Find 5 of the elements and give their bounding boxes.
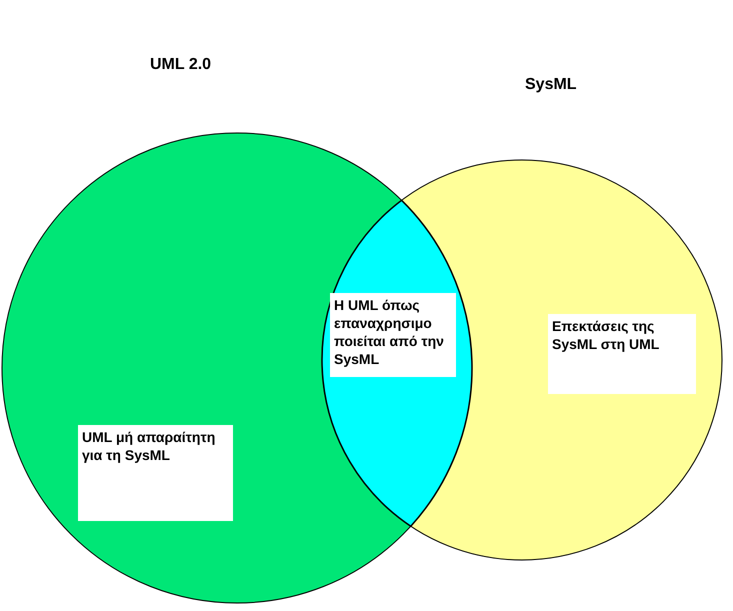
region-label: Η UML όπως επαναχρησιμο ποιείται από την SysML (330, 293, 456, 377)
circle-heading: SysML (525, 76, 577, 94)
region-label: Επεκτάσεις της SysML στη UML (548, 314, 696, 394)
circle-heading: UML 2.0 (150, 56, 212, 74)
region-label: UML μή απαραίτητη για τη SysML (78, 425, 233, 521)
